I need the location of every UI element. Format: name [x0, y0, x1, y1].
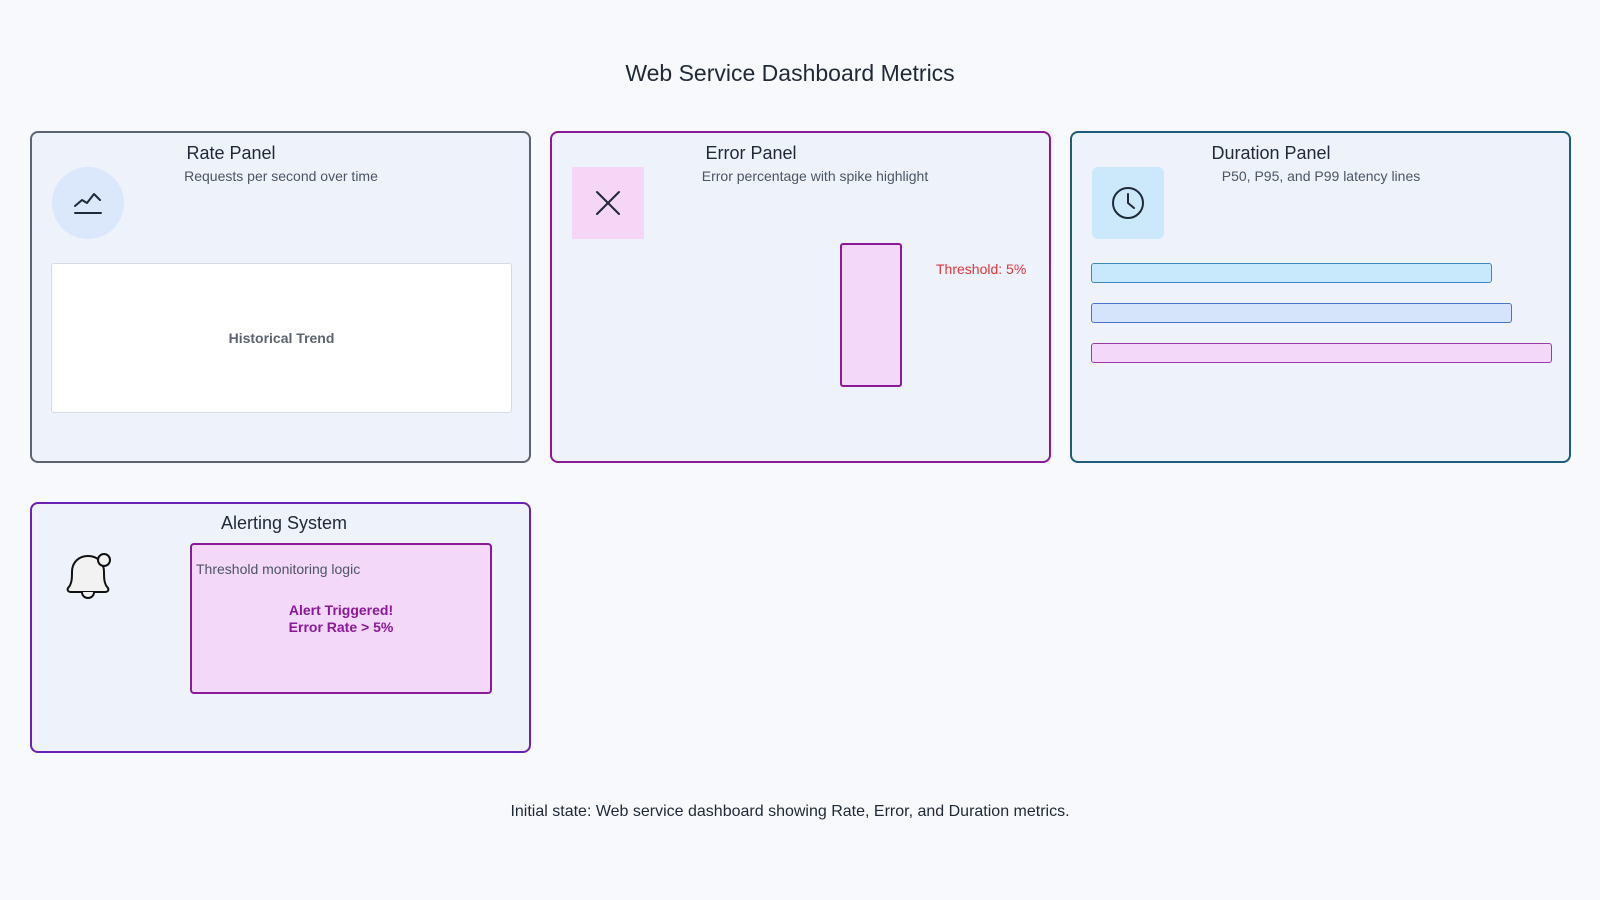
alert-message-line1: Alert Triggered!	[192, 602, 490, 619]
threshold-logic-label: Threshold monitoring logic	[196, 561, 360, 577]
rate-panel-title: Rate Panel	[186, 143, 275, 164]
duration-panel-title: Duration Panel	[1211, 143, 1330, 164]
rate-icon-badge	[52, 167, 124, 239]
error-spike-bar	[840, 243, 902, 387]
alert-message-line2: Error Rate > 5%	[192, 619, 490, 636]
bell-icon-wrap	[60, 548, 116, 600]
close-x-icon	[593, 188, 623, 218]
state-caption: Initial state: Web service dashboard sho…	[0, 803, 1580, 821]
bell-icon	[60, 548, 116, 600]
error-panel: Error Panel Error percentage with spike …	[550, 131, 1051, 463]
error-icon-badge	[572, 167, 644, 239]
alerting-panel: Alerting System Threshold monitoring log…	[30, 502, 531, 753]
historical-trend-box: Historical Trend	[51, 263, 512, 413]
clock-icon	[1109, 184, 1147, 222]
duration-panel-subtitle: P50, P95, and P99 latency lines	[1222, 168, 1420, 184]
alert-message: Alert Triggered! Error Rate > 5%	[192, 602, 490, 636]
threshold-logic-box: Threshold monitoring logic Alert Trigger…	[190, 543, 492, 694]
alerting-panel-title: Alerting System	[221, 513, 347, 534]
rate-panel-subtitle: Requests per second over time	[184, 168, 378, 184]
page-title: Web Service Dashboard Metrics	[0, 60, 1580, 87]
error-panel-title: Error Panel	[705, 143, 796, 164]
rate-panel: Rate Panel Requests per second over time…	[30, 131, 531, 463]
duration-icon-badge	[1092, 167, 1164, 239]
error-panel-subtitle: Error percentage with spike highlight	[702, 168, 928, 184]
threshold-label: Threshold: 5%	[936, 261, 1026, 277]
trend-line-icon	[70, 185, 106, 221]
latency-line-p99	[1091, 343, 1552, 363]
duration-panel: Duration Panel P50, P95, and P99 latency…	[1070, 131, 1571, 463]
historical-trend-label: Historical Trend	[229, 330, 335, 346]
latency-line-p95	[1091, 303, 1512, 323]
latency-line-p50	[1091, 263, 1492, 283]
